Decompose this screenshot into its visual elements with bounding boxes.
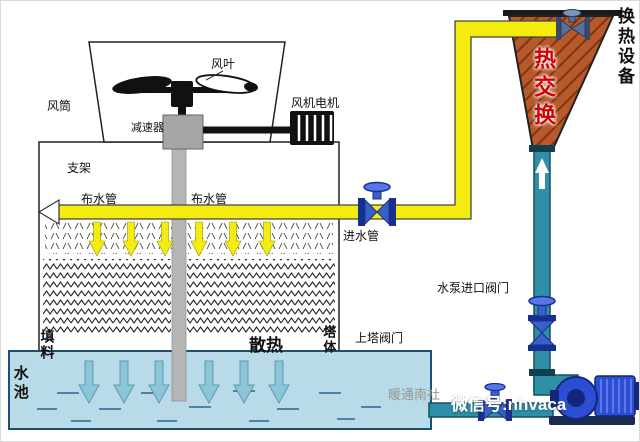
gear-reducer-box bbox=[162, 114, 204, 150]
pump-volute-hub bbox=[567, 389, 585, 407]
valve-body bbox=[483, 399, 496, 421]
fan-motor-unit bbox=[290, 111, 334, 145]
pool-flow-arrows bbox=[78, 360, 290, 405]
pipe-flange bbox=[529, 369, 555, 376]
label-tower-body: 塔体 bbox=[321, 325, 337, 355]
valve-handwheel bbox=[562, 9, 582, 17]
spray-arrows bbox=[88, 221, 276, 257]
valve-body bbox=[528, 332, 556, 346]
valve-body bbox=[571, 19, 586, 38]
fill-media-right bbox=[187, 259, 335, 335]
fan-shaft bbox=[178, 105, 186, 117]
label-pump-inlet-valve: 水泵进口阀门 bbox=[437, 281, 510, 295]
pump-base bbox=[549, 416, 635, 425]
fan-assembly bbox=[112, 70, 258, 117]
fill-media-left bbox=[43, 259, 171, 335]
valve-flange bbox=[506, 399, 512, 421]
label-fan-duct: 风筒 bbox=[47, 99, 72, 113]
label-heat-dissipation: 散热 bbox=[249, 336, 283, 355]
valve-flange bbox=[528, 315, 556, 321]
label-fan-blade: 风叶 bbox=[211, 57, 236, 71]
label-support-frame: 支架 bbox=[67, 161, 92, 175]
valve-flange bbox=[556, 17, 561, 40]
valve-handwheel bbox=[484, 382, 506, 392]
motor-body bbox=[290, 111, 334, 145]
pipe-flange bbox=[529, 145, 555, 152]
watermark-wechat-id: 微信号:nhvaca bbox=[451, 395, 567, 414]
label-fill-media: 填料 bbox=[39, 329, 56, 361]
watermark-brand: 暖通南社 bbox=[388, 387, 441, 402]
label-dist-pipe-left: 布水管 bbox=[81, 192, 118, 206]
label-water-pool: 水池 bbox=[11, 365, 29, 403]
fan-blade-left bbox=[112, 76, 172, 94]
label-tower-valve: 上塔阀门 bbox=[355, 331, 404, 345]
fan-blade-tip bbox=[244, 82, 258, 92]
spray-zone bbox=[45, 220, 333, 254]
pump-motor-endcap bbox=[634, 382, 639, 410]
valve-body bbox=[494, 399, 507, 421]
label-heat-exchange: 热交换 bbox=[530, 47, 556, 131]
valve-flange bbox=[389, 198, 396, 226]
motor-fins bbox=[297, 115, 333, 141]
distribution-pipe-arrow bbox=[37, 198, 60, 226]
valve-handwheel bbox=[528, 295, 556, 307]
label-heat-exchange-equipment: 换热设备 bbox=[615, 7, 635, 87]
valve-body bbox=[560, 18, 573, 39]
pump-suction-flange bbox=[550, 390, 559, 407]
exchanger-inlet-valve bbox=[556, 9, 590, 40]
valve-body bbox=[528, 320, 556, 334]
label-gear-reducer: 减速器 bbox=[131, 122, 164, 134]
valve-body bbox=[364, 198, 378, 226]
fan-blade-leader-line bbox=[205, 70, 224, 81]
suction-valve bbox=[478, 382, 512, 421]
fan-hub bbox=[171, 81, 193, 107]
drive-shaft bbox=[171, 145, 187, 402]
tower-inlet-valve bbox=[358, 181, 396, 226]
label-fan-motor: 风机电机 bbox=[291, 96, 340, 110]
valve-flange bbox=[358, 198, 365, 226]
valve-handwheel bbox=[363, 181, 391, 193]
flow-up-arrow bbox=[535, 158, 549, 189]
pump-discharge-valve bbox=[528, 295, 556, 351]
valve-body bbox=[376, 198, 390, 226]
exchanger-top-bar bbox=[503, 10, 621, 16]
cold-water-pipe bbox=[529, 145, 555, 392]
valve-flange bbox=[585, 17, 590, 40]
water-pump bbox=[549, 375, 639, 425]
pump-motor-fins bbox=[600, 379, 632, 413]
water-pool-basin bbox=[8, 350, 432, 430]
label-dist-pipe-right: 布水管 bbox=[191, 192, 228, 206]
label-inlet-pipe: 进水管 bbox=[343, 229, 380, 243]
valve-flange bbox=[478, 399, 484, 421]
valve-flange bbox=[528, 345, 556, 351]
